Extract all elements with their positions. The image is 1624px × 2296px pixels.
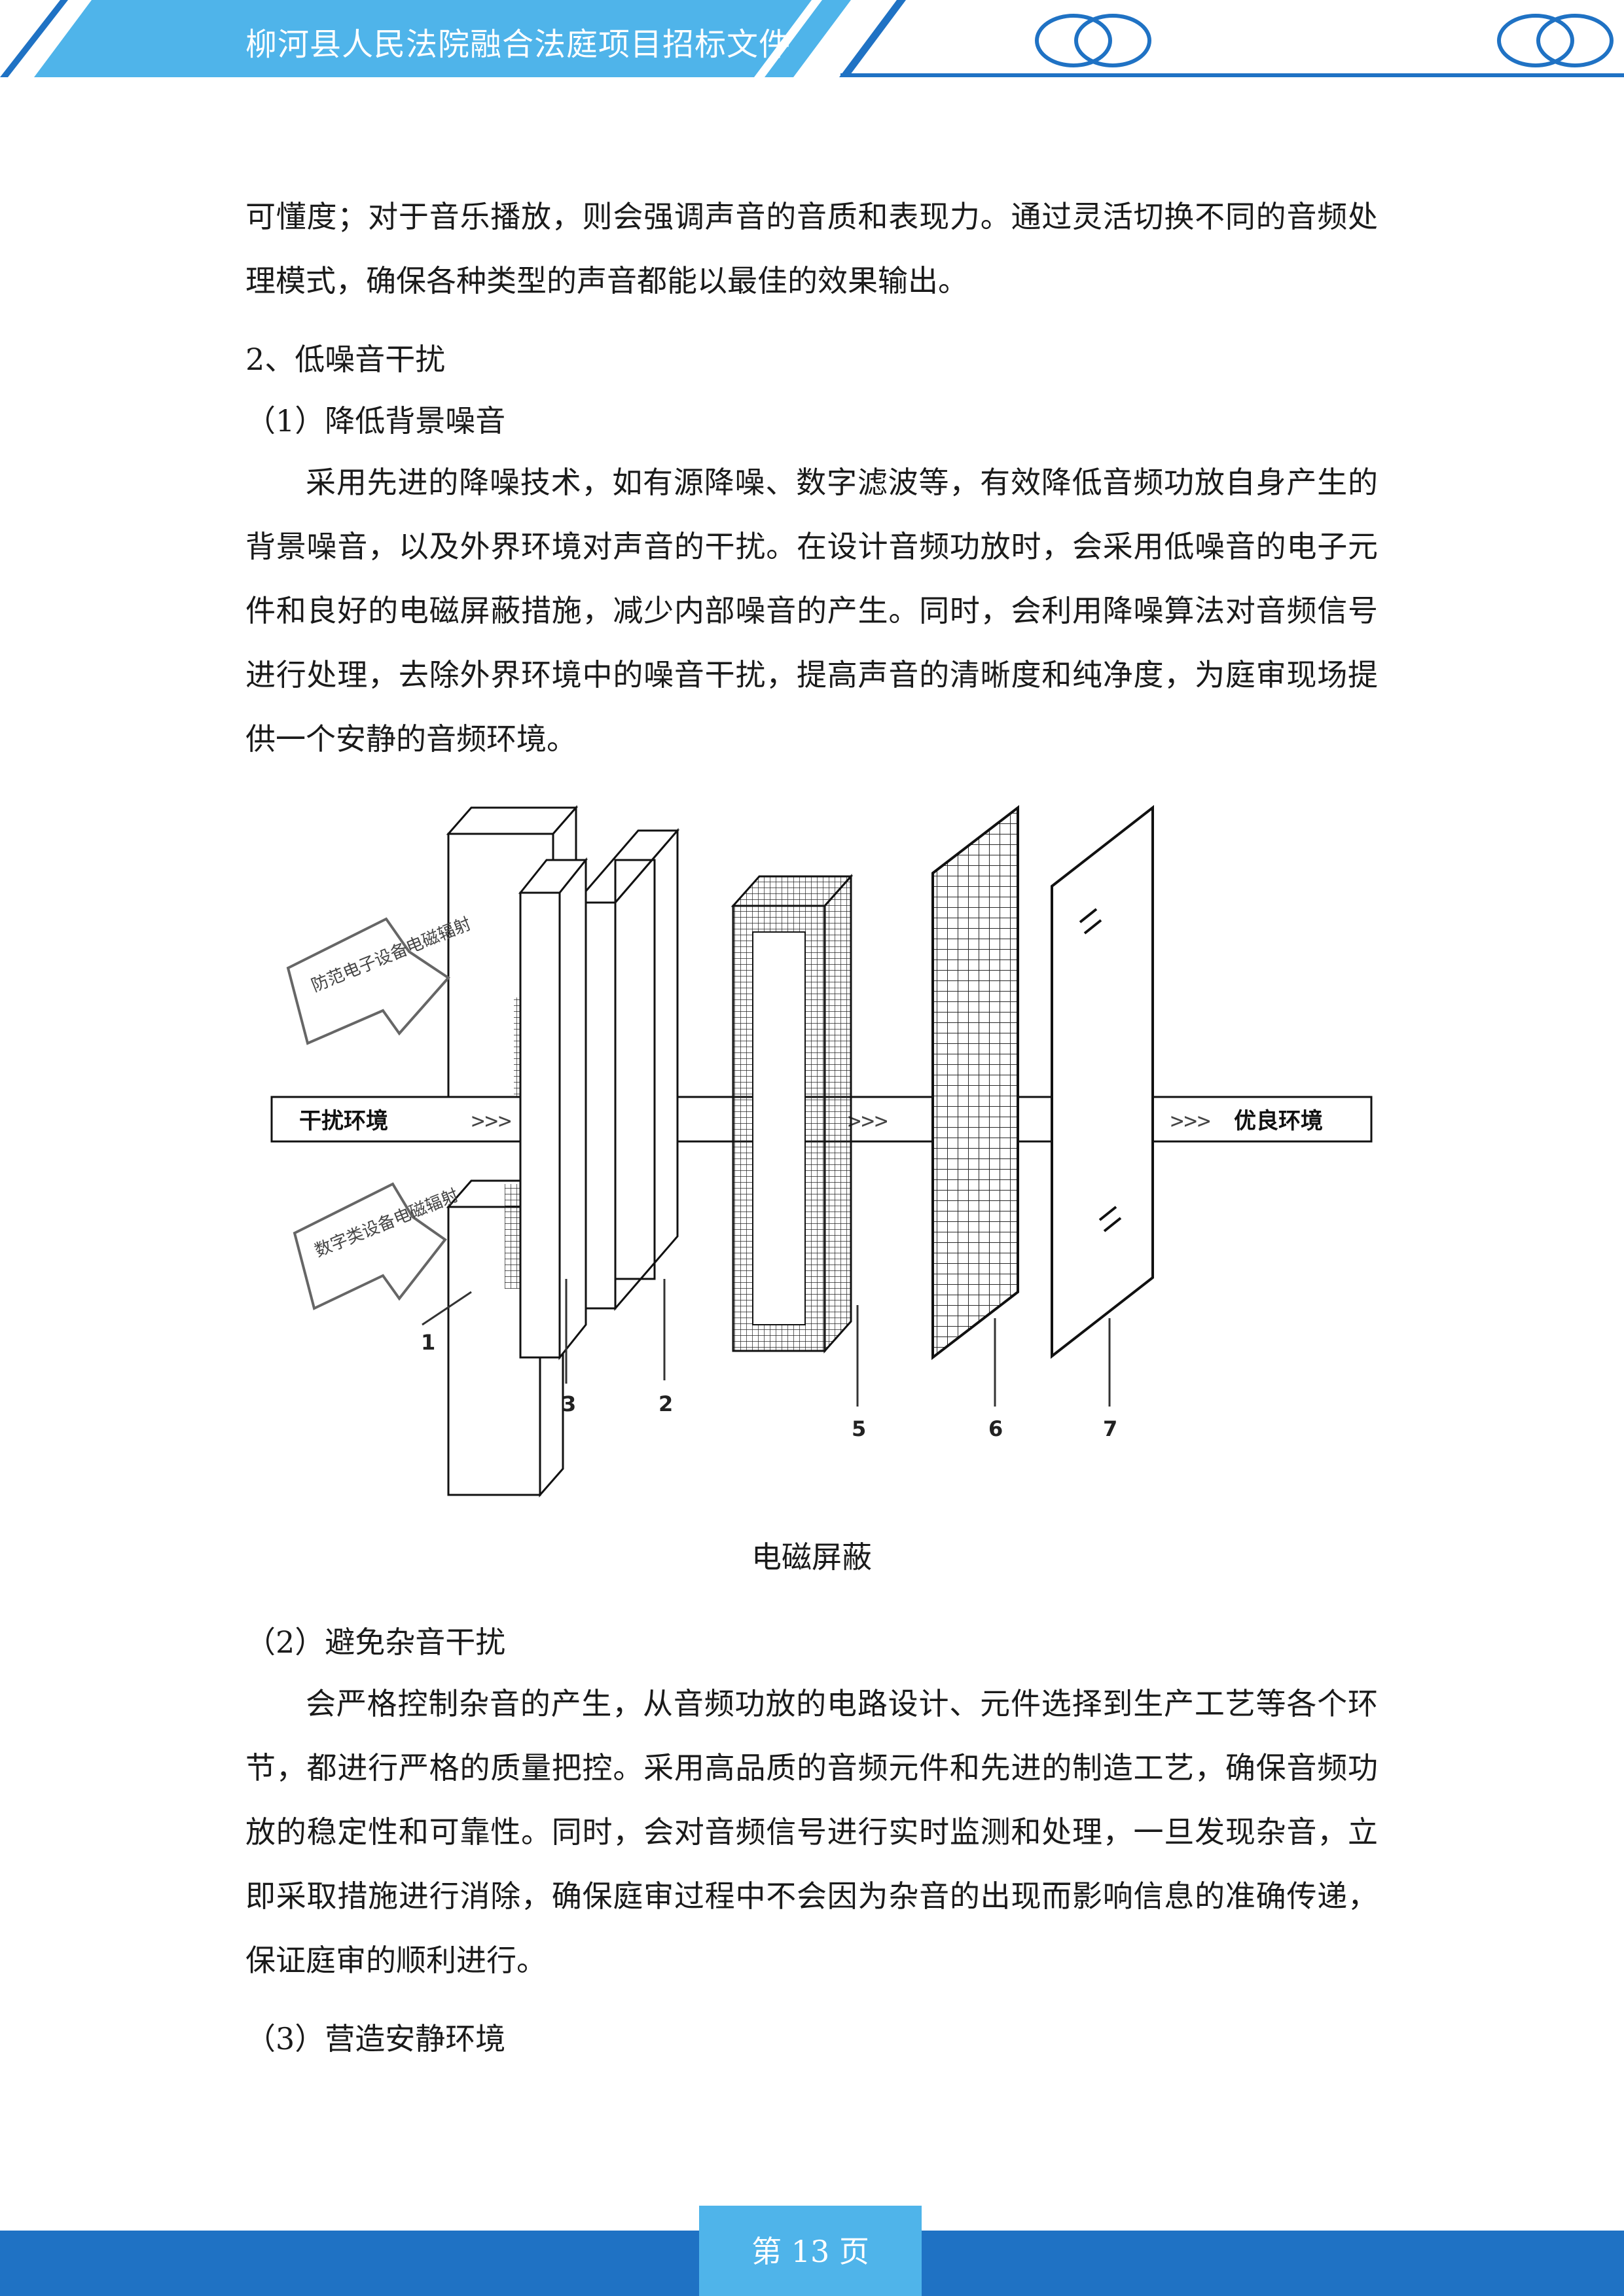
part-label: 1 xyxy=(421,1330,435,1355)
band-arrow: >>> xyxy=(848,1108,888,1134)
part-label: 2 xyxy=(659,1391,673,1416)
figure-caption: 电磁屏蔽 xyxy=(751,1539,872,1575)
subheading: （2）避免杂音干扰 xyxy=(245,1624,506,1660)
shielding-diagram: 干扰环境 >>> >>> >>> 优良环境 xyxy=(270,804,1373,1498)
component-frame-3 xyxy=(518,857,588,1361)
paragraph: 会严格控制杂音的产生，从音频功放的电路设计、元件选择到生产工艺等各个环节，都进行… xyxy=(245,1686,1378,1978)
document-title: 柳河县人民法院融合法庭项目招标文件 xyxy=(245,26,791,63)
component-grid-panel xyxy=(931,804,1019,1361)
band-arrow: >>> xyxy=(471,1108,511,1134)
header-left-stroke xyxy=(0,0,68,77)
subheading: （1）降低背景噪音 xyxy=(245,403,506,439)
part-label: 7 xyxy=(1103,1416,1117,1441)
header-banner xyxy=(34,0,851,77)
header-banner-graphic xyxy=(0,0,1624,77)
band-left-label: 干扰环境 xyxy=(299,1108,388,1134)
shielding-figure: 干扰环境 >>> >>> >>> 优良环境 xyxy=(245,781,1378,1528)
part-label: 5 xyxy=(852,1416,866,1441)
paragraph: 采用先进的降噪技术，如有源降噪、数字滤波等，有效降低音频功放自身产生的背景噪音，… xyxy=(245,465,1378,757)
header-right-stroke xyxy=(839,0,906,77)
section-heading: 2、低噪音干扰 xyxy=(245,342,446,377)
ring-logo-icon xyxy=(1035,14,1151,67)
band-arrow: >>> xyxy=(1170,1108,1210,1134)
callout-top: 防范电子设备电磁辐射 xyxy=(286,914,474,1045)
component-mesh-cage xyxy=(731,874,854,1354)
leader-lines xyxy=(422,1279,1111,1407)
footer-page-tab xyxy=(699,2206,922,2296)
part-label: 3 xyxy=(562,1391,576,1416)
header-rule xyxy=(840,73,1624,77)
ring-logo-icon xyxy=(1497,14,1614,67)
page-number: 第 13 页 xyxy=(751,2234,869,2269)
paragraph-continued: 可懂度；对于音乐播放，则会强调声音的音质和表现力。通过灵活切换不同的音频处理模式… xyxy=(245,199,1378,298)
part-label: 6 xyxy=(988,1416,1003,1441)
component-glass-panel xyxy=(1051,804,1154,1359)
callout-bottom: 数字类设备电磁辐射 xyxy=(293,1182,461,1310)
page-header: 柳河县人民法院融合法庭项目招标文件 xyxy=(0,0,1624,85)
band-right-label: 优良环境 xyxy=(1234,1108,1323,1134)
header-banner-slit xyxy=(754,0,822,77)
page-content: 可懂度；对于音乐播放，则会强调声音的音质和表现力。通过灵活切换不同的音频处理模式… xyxy=(245,185,1378,2071)
subheading: （3）营造安静环境 xyxy=(245,2021,506,2056)
component-frame-2 xyxy=(573,827,680,1312)
